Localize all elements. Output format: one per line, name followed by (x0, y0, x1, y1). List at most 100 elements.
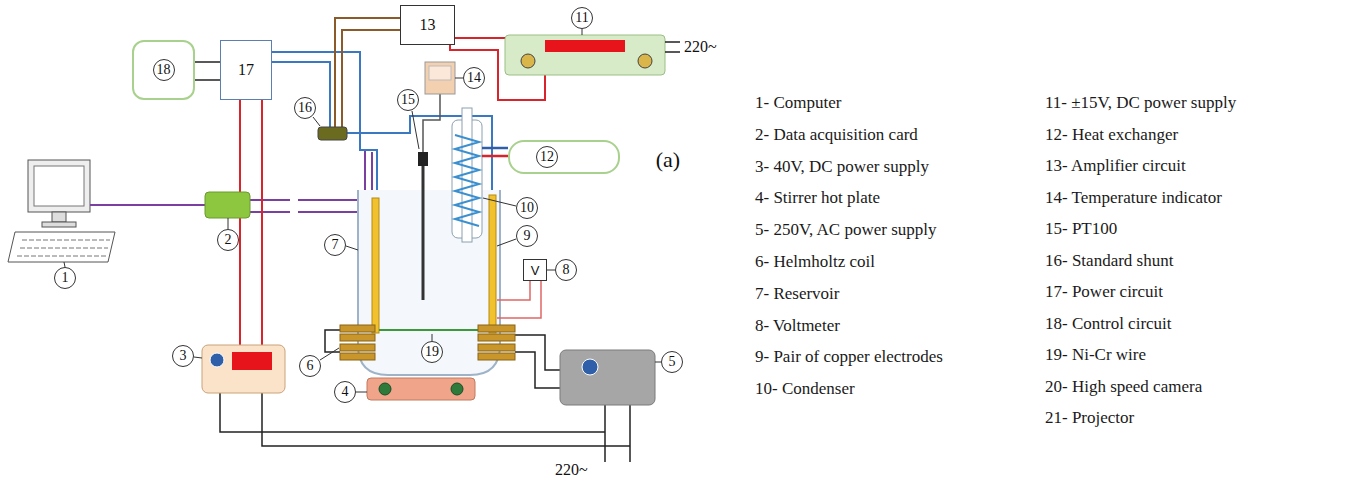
key-entry: 17- Power circuit (1045, 282, 1163, 302)
signal-wire (250, 152, 372, 212)
heat-exchanger-box: 12 (508, 140, 620, 174)
key-entry: 20- High speed camera (1045, 377, 1202, 397)
leader-line (547, 270, 555, 271)
power-circuit-box: 17 (220, 40, 272, 100)
callout-number: 6 (299, 355, 321, 377)
key-entry: 7- Reservoir (755, 284, 840, 304)
callout-number: 16 (294, 97, 316, 119)
dc-supply-15v (505, 35, 665, 75)
callout-number: 5 (661, 351, 683, 373)
callout-number: 11 (571, 7, 593, 29)
helmholtz-coil (478, 344, 515, 351)
ac-supply (560, 350, 655, 405)
callout-number: 19 (421, 341, 443, 363)
temperature-indicator (425, 62, 455, 94)
callout-number: 15 (397, 89, 419, 111)
callout-number: 12 (536, 146, 558, 168)
signal-wire (90, 204, 205, 206)
helmholtz-coil (340, 334, 375, 341)
leader-line (356, 392, 367, 393)
monitor-stand (52, 212, 66, 222)
pt100-sensor (418, 152, 428, 166)
dc-supply-40v (202, 345, 285, 393)
coil-wire (515, 335, 560, 388)
supply-display (232, 352, 272, 370)
current-wire (272, 52, 377, 198)
keyboard-keys (17, 240, 110, 256)
control-wire (195, 79, 220, 81)
callout-number: 1 (54, 267, 76, 289)
leader-line (412, 111, 419, 149)
helmholtz-coil (340, 353, 375, 360)
signal-wire (250, 150, 365, 200)
helmholtz-coil (340, 325, 375, 332)
standard-shunt (318, 127, 347, 140)
leader-line (228, 218, 229, 229)
leader-line (432, 334, 433, 341)
power-wire (240, 100, 262, 345)
callout-number: 14 (463, 67, 485, 89)
callout-number: 18 (153, 59, 175, 81)
stirrer-hot-plate (367, 378, 475, 400)
supply-knob (210, 353, 224, 367)
leader-line (455, 78, 463, 79)
key-entry: 15- PT100 (1045, 219, 1117, 239)
supply-label: 220~ (684, 38, 717, 56)
key-entry: 12- Heat exchanger (1045, 125, 1178, 145)
key-entry: 1- Computer (755, 93, 841, 113)
leader-line (346, 246, 358, 250)
daq-card (205, 192, 250, 218)
key-entry: 2- Data acquisition card (755, 125, 918, 145)
callout-number: 10 (516, 197, 538, 219)
supply-display (545, 40, 625, 52)
leader-line (497, 239, 516, 246)
key-entry: 14- Temperature indicator (1045, 188, 1222, 208)
key-entry: 13- Amplifier circuit (1045, 156, 1186, 176)
leader-line (582, 29, 583, 35)
key-entry: 18- Control circuit (1045, 314, 1172, 334)
pt100-probe (422, 166, 425, 300)
ni-cr-wire (379, 329, 489, 331)
callout-number: 8 (555, 259, 577, 281)
key-entry: 8- Voltmeter (755, 316, 840, 336)
copper-electrode (489, 195, 496, 333)
node-number: 17 (238, 61, 254, 79)
callout-number: 9 (516, 225, 538, 247)
current-wire (272, 62, 330, 127)
sensor-cable (423, 94, 440, 152)
key-entry: 4- Stirrer hot plate (755, 188, 880, 208)
callout-number: 3 (172, 345, 194, 367)
key-entry: 5- 250V, AC power supply (755, 220, 937, 240)
key-entry: 10- Condenser (755, 379, 855, 399)
supply-knob (582, 359, 598, 375)
hot-plate-knob (379, 383, 391, 395)
condenser-coil (455, 135, 479, 226)
monitor (28, 160, 90, 212)
leader-line (194, 357, 202, 358)
mains-wire (665, 42, 680, 52)
leader-line (320, 348, 339, 360)
callout-number: 2 (217, 229, 239, 251)
key-entry: 21- Projector (1045, 408, 1134, 428)
supply-label: 220~ (555, 461, 588, 479)
keyboard (8, 232, 115, 262)
helmholtz-coil (340, 344, 375, 351)
monitor-base (42, 222, 76, 227)
sense-wire (335, 18, 400, 127)
voltmeter-box: V (523, 259, 547, 281)
node-number: 13 (420, 16, 436, 34)
coolant-line (482, 155, 508, 158)
helmholtz-coil (478, 334, 515, 341)
callout-number: 7 (324, 234, 346, 256)
indicator-display (429, 66, 451, 80)
coolant-line (482, 147, 508, 150)
callout-number: 4 (334, 381, 356, 403)
key-entry: 6- Helmholtz coil (755, 252, 875, 272)
key-entry: 19- Ni-Cr wire (1045, 345, 1146, 365)
key-entry: 11- ±15V, DC power supply (1045, 93, 1236, 113)
helmholtz-coil (478, 353, 515, 360)
leader-line (483, 198, 516, 206)
key-entry: 16- Standard shunt (1045, 251, 1173, 271)
